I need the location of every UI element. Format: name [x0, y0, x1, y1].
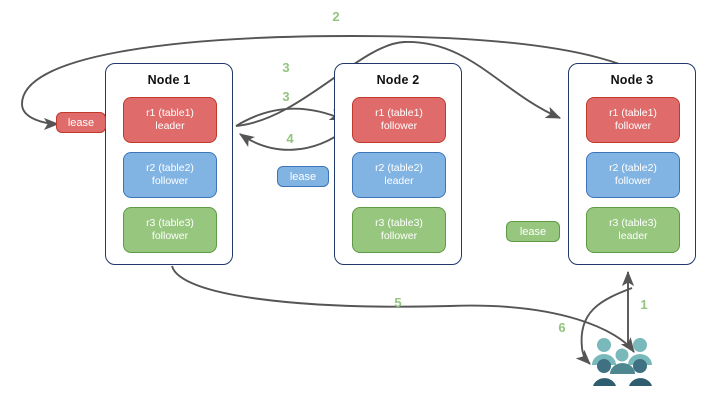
- replica-r3[interactable]: r3 (table3) leader: [586, 207, 680, 253]
- arrow-step-5: [171, 265, 635, 353]
- node-box-2[interactable]: Node 2 r1 (table1) follower r2 (table2) …: [334, 63, 462, 265]
- replica-role: follower: [614, 120, 652, 132]
- arrow-step-3-to-node2: [235, 107, 346, 127]
- replica-r1[interactable]: r1 (table1) leader: [123, 97, 217, 143]
- replica-role: follower: [380, 120, 418, 132]
- replica-name: r3 (table3): [609, 217, 657, 229]
- replica-r3[interactable]: r3 (table3) follower: [352, 207, 446, 253]
- replica-name: r1 (table1): [609, 107, 657, 119]
- replica-name: r3 (table3): [146, 217, 194, 229]
- step-label-5: 5: [394, 295, 402, 310]
- node-title: Node 2: [376, 73, 420, 87]
- replica-role: follower: [380, 230, 418, 242]
- replica-role: leader: [155, 120, 185, 132]
- replica-name: r2 (table2): [609, 162, 657, 174]
- replica-name: r1 (table1): [375, 107, 423, 119]
- lease-chip-green[interactable]: lease: [506, 221, 560, 242]
- replica-name: r3 (table3): [375, 217, 423, 229]
- step-label-3a: 3: [282, 60, 290, 75]
- arrow-step-3-to-node3: [235, 41, 562, 127]
- replica-r2[interactable]: r2 (table2) follower: [586, 152, 680, 198]
- replica-r2[interactable]: r2 (table2) follower: [123, 152, 217, 198]
- replica-r1[interactable]: r1 (table1) follower: [352, 97, 446, 143]
- people-icon: [590, 335, 656, 387]
- replica-role: follower: [151, 230, 189, 242]
- node-box-1[interactable]: Node 1 r1 (table1) leader r2 (table2) fo…: [105, 63, 233, 265]
- replica-role: leader: [384, 175, 414, 187]
- replica-role: leader: [618, 230, 648, 242]
- step-label-3b: 3: [282, 89, 290, 104]
- people-icon-svg: [592, 338, 652, 386]
- node-box-3[interactable]: Node 3 r1 (table1) follower r2 (table2) …: [568, 63, 696, 265]
- replica-name: r1 (table1): [146, 107, 194, 119]
- replica-name: r2 (table2): [375, 162, 423, 174]
- node-title: Node 3: [610, 73, 654, 87]
- replica-role: follower: [614, 175, 652, 187]
- lease-chip-blue[interactable]: lease: [277, 166, 329, 187]
- step-label-1: 1: [640, 297, 648, 312]
- replica-r3[interactable]: r3 (table3) follower: [123, 207, 217, 253]
- arrow-step-6: [575, 287, 633, 365]
- lease-chip-red[interactable]: lease: [56, 112, 106, 133]
- replica-name: r2 (table2): [146, 162, 194, 174]
- node-title: Node 1: [147, 73, 191, 87]
- step-label-6: 6: [558, 320, 566, 335]
- replica-r1[interactable]: r1 (table1) follower: [586, 97, 680, 143]
- step-label-2: 2: [332, 9, 340, 24]
- step-label-4: 4: [286, 131, 294, 146]
- replica-role: follower: [151, 175, 189, 187]
- replica-r2[interactable]: r2 (table2) leader: [352, 152, 446, 198]
